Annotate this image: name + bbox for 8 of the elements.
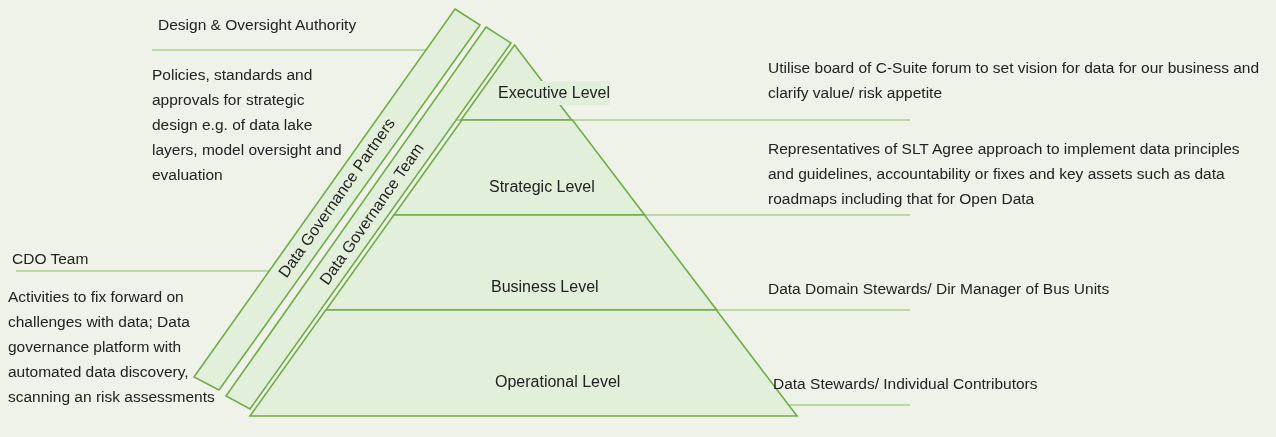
- description-text: Data Domain Stewards/ Dir Manager of Bus Units: [768, 279, 1111, 299]
- level-label: Executive Level: [498, 81, 611, 105]
- heading-text: CDO Team: [12, 249, 90, 269]
- description-text: Data Stewards/ Individual Contributors: [773, 374, 1039, 394]
- description-text: Representatives of SLT Agree approach to implement data principles and guidelines, accountability or fixes and key assets such as data roadmaps including that for Open Data: [768, 139, 1241, 209]
- description-text: Utilise board of C-Suite forum to set vision for data for our business and clarify value/ risk appetite: [768, 58, 1261, 103]
- description-text: Activities to fix forward on challenges with data; Data governance platform with automated data discovery, scanning an risk assessments: [8, 287, 216, 407]
- heading-text: Design & Oversight Authority: [158, 15, 358, 35]
